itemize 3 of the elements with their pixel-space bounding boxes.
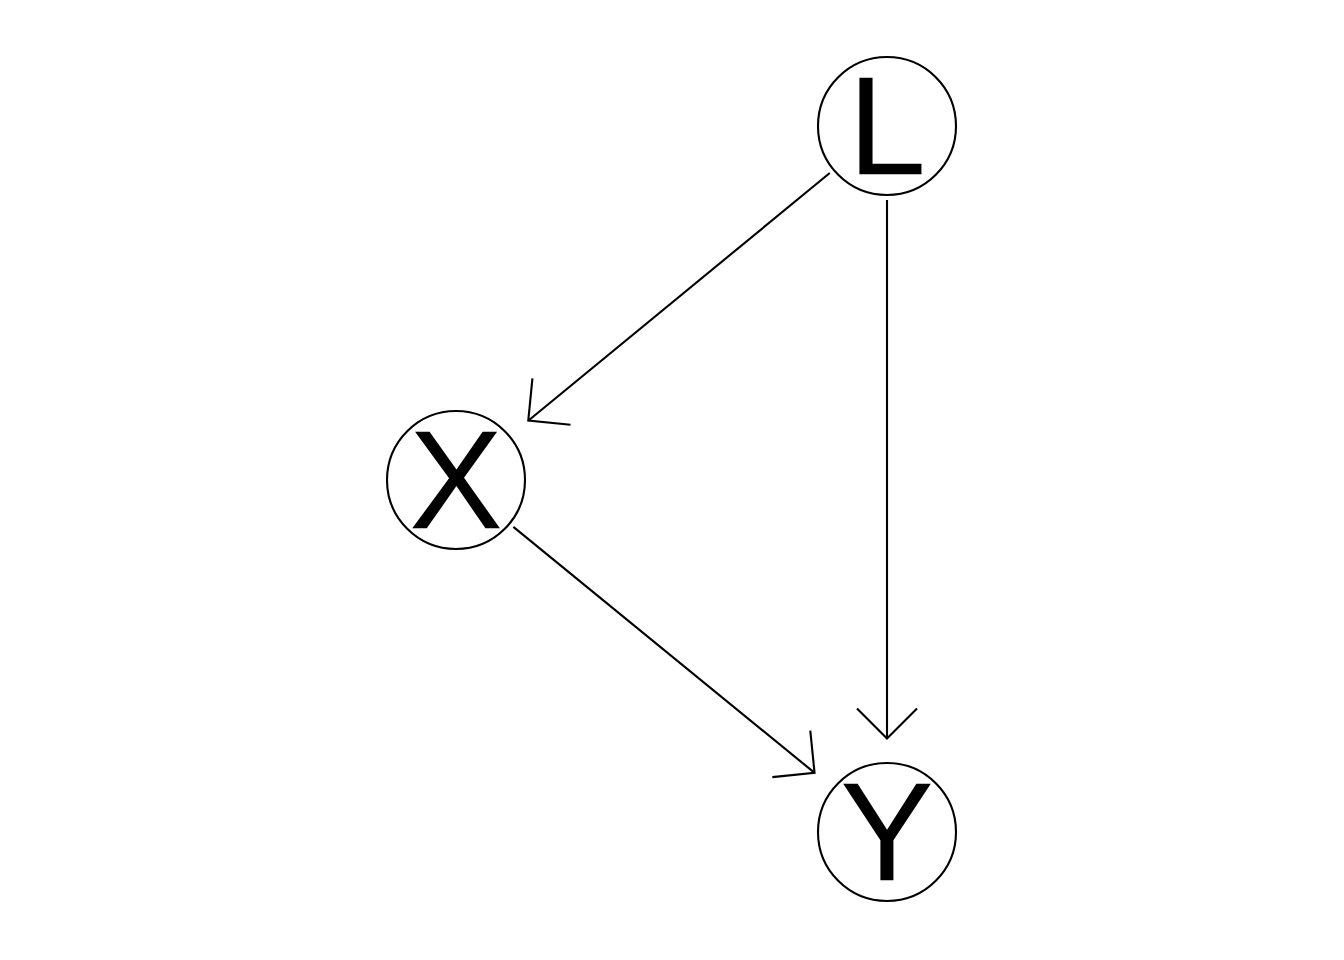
arrow <box>856 200 918 740</box>
arrow <box>527 172 831 426</box>
arrow <box>512 526 816 779</box>
